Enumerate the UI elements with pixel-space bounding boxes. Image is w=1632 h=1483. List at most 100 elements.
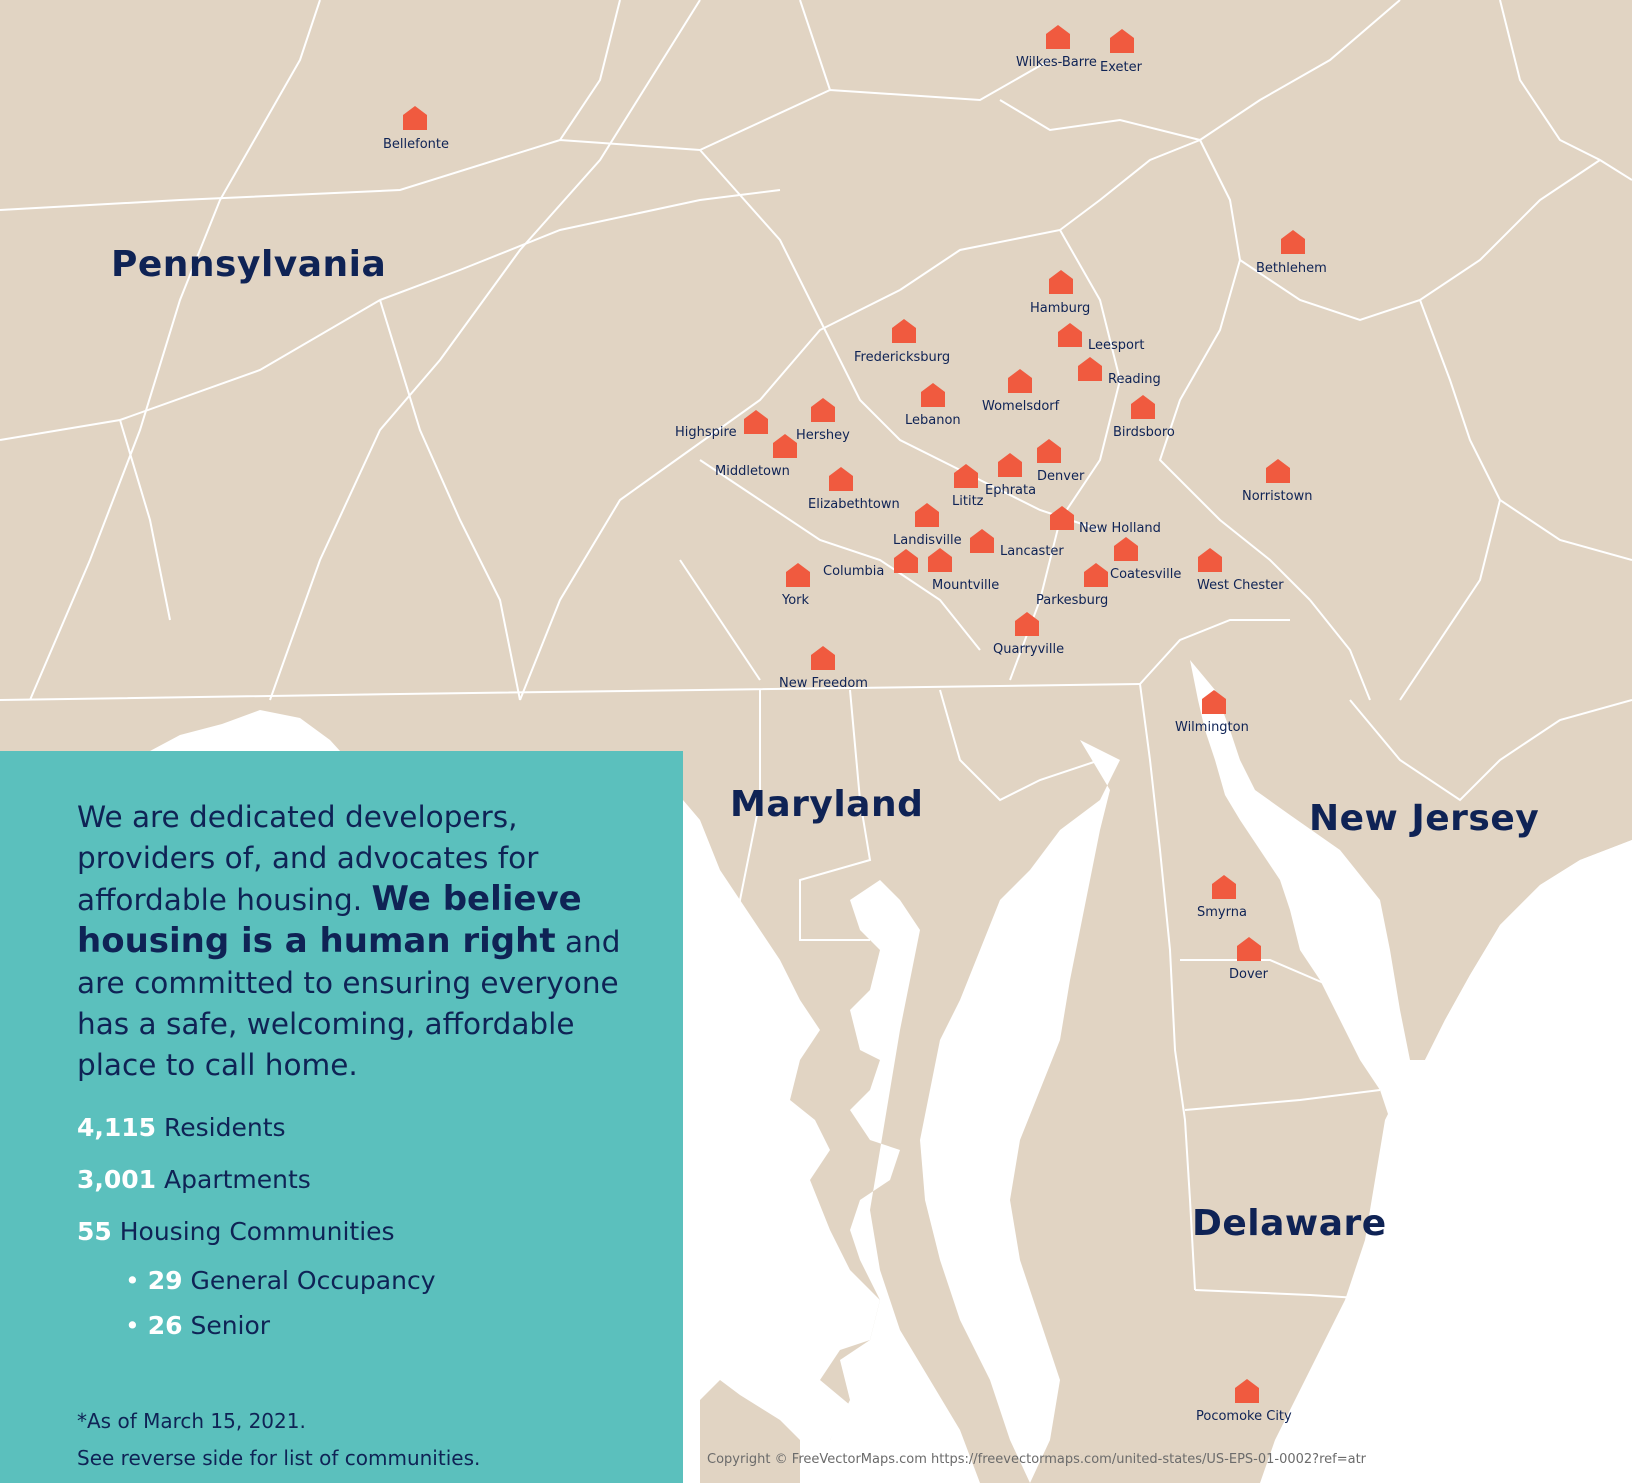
house-icon	[969, 528, 995, 554]
city-label: Hamburg	[1030, 301, 1091, 316]
house-icon	[402, 105, 428, 131]
house-icon	[1113, 536, 1139, 562]
stat-senior: • 26 Senior	[77, 1303, 643, 1348]
house-icon	[828, 466, 854, 492]
reverse-side-note: See reverse side for list of communities…	[77, 1446, 481, 1470]
info-panel: We are dedicated developers, providers o…	[0, 751, 683, 1483]
city-label: Norristown	[1242, 489, 1313, 504]
house-icon	[1077, 356, 1103, 382]
stat-number: 3,001	[77, 1165, 157, 1194]
city-label: Wilkes-Barre	[1016, 55, 1097, 70]
stat-number: 55	[77, 1217, 112, 1246]
house-icon	[1211, 874, 1237, 900]
house-icon	[1014, 611, 1040, 637]
house-icon	[893, 548, 919, 574]
stat-apartments: 3,001 Apartments	[77, 1154, 643, 1206]
stat-label: Housing Communities	[111, 1217, 395, 1246]
city-label: Denver	[1037, 469, 1085, 484]
house-icon	[1197, 547, 1223, 573]
house-icon	[1234, 1378, 1260, 1404]
mission-intro: We are dedicated developers, providers o…	[77, 800, 539, 917]
house-icon	[1007, 368, 1033, 394]
city-label: Pocomoke City	[1196, 1409, 1292, 1424]
city-label: Highspire	[675, 425, 737, 440]
house-icon	[914, 502, 940, 528]
bullet-dot: •	[125, 1311, 148, 1340]
city-label: Columbia	[823, 564, 885, 579]
house-icon	[1265, 458, 1291, 484]
house-icon	[1130, 394, 1156, 420]
city-label: Hershey	[796, 428, 850, 443]
stat-label: General Occupancy	[182, 1266, 436, 1295]
house-icon	[1109, 28, 1135, 54]
stat-residents: 4,115 Residents	[77, 1102, 643, 1154]
house-icon	[920, 382, 946, 408]
city-label: Bethlehem	[1256, 261, 1327, 276]
house-icon	[810, 397, 836, 423]
map-copyright: Copyright © FreeVectorMaps.com https://f…	[707, 1452, 1367, 1467]
house-icon	[810, 645, 836, 671]
house-icon	[1280, 229, 1306, 255]
chesapeake-bay	[800, 740, 1120, 1483]
house-icon	[1048, 269, 1074, 295]
stats-list: 4,115 Residents 3,001 Apartments 55 Hous…	[77, 1102, 643, 1348]
state-label-maryland: Maryland	[730, 784, 924, 825]
house-icon	[1236, 936, 1262, 962]
footnotes: *As of March 15, 2021. See reverse side …	[77, 1403, 480, 1477]
house-icon	[785, 562, 811, 588]
state-label-new-jersey: New Jersey	[1309, 798, 1540, 839]
house-icon	[891, 318, 917, 344]
water-bodies	[150, 660, 1632, 1483]
city-label: Quarryville	[993, 642, 1065, 657]
house-icon	[1201, 689, 1227, 715]
house-icon	[997, 452, 1023, 478]
mission-highlight: We believe housing is a human right	[77, 879, 582, 961]
stat-number: 4,115	[77, 1113, 157, 1142]
city-label: Lancaster	[1000, 544, 1064, 559]
city-label: Landisville	[893, 533, 962, 548]
mission-commitment: and are committed to ensuring everyone h…	[77, 925, 621, 1082]
bullet-dot: •	[125, 1266, 148, 1295]
city-label: Birdsboro	[1113, 425, 1175, 440]
ne-water-blob	[150, 710, 340, 751]
house-icon	[1057, 322, 1083, 348]
mission-statement: We are dedicated developers, providers o…	[77, 797, 643, 1086]
house-icon	[1049, 505, 1075, 531]
city-label: New Holland	[1079, 521, 1161, 536]
stat-label: Senior	[182, 1311, 271, 1340]
city-label: Bellefonte	[383, 137, 450, 152]
house-icon	[1036, 438, 1062, 464]
city-label: Wilmington	[1175, 720, 1249, 735]
house-icon	[772, 433, 798, 459]
city-label: Leesport	[1088, 338, 1145, 353]
city-label: Ephrata	[985, 483, 1037, 498]
city-label: Coatesville	[1110, 567, 1182, 582]
city-label: Fredericksburg	[854, 350, 951, 365]
county-borders	[0, 0, 1632, 1360]
stat-number: 26	[147, 1311, 183, 1340]
city-label: Womelsdorf	[982, 399, 1060, 414]
city-label: Exeter	[1100, 60, 1142, 75]
city-label: West Chester	[1197, 578, 1284, 593]
delaware-bay	[1190, 660, 1632, 1483]
city-label: Parkesburg	[1036, 593, 1109, 608]
stat-general-occupancy: • 29 General Occupancy	[77, 1258, 643, 1303]
stat-label: Residents	[156, 1113, 286, 1142]
city-label: Smyrna	[1197, 905, 1247, 920]
house-icon	[1045, 24, 1071, 50]
state-label-pennsylvania: Pennsylvania	[111, 244, 387, 285]
city-label: New Freedom	[779, 676, 868, 691]
stat-communities: 55 Housing Communities	[77, 1206, 643, 1258]
stat-number: 29	[147, 1266, 183, 1295]
house-icon	[927, 547, 953, 573]
city-label: Middletown	[715, 464, 790, 479]
state-label-delaware: Delaware	[1192, 1203, 1387, 1244]
house-icon	[743, 409, 769, 435]
as-of-note: *As of March 15, 2021.	[77, 1409, 306, 1433]
city-label: Dover	[1229, 967, 1268, 982]
city-label: Lititz	[952, 494, 984, 509]
city-label: Lebanon	[905, 413, 961, 428]
house-icon	[953, 463, 979, 489]
city-label: Mountville	[932, 578, 1000, 593]
